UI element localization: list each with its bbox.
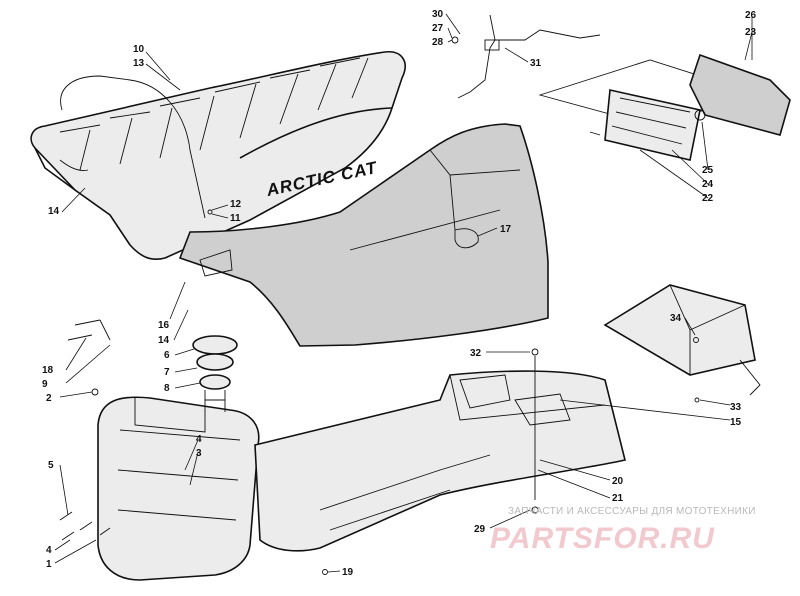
fuel-cap xyxy=(192,335,238,412)
callout-21: 21 xyxy=(612,493,624,504)
callout-17: 17 xyxy=(500,224,512,235)
callout-3: 3 xyxy=(196,448,202,459)
callout-20: 20 xyxy=(612,476,624,487)
callout-9: 9 xyxy=(42,379,48,390)
watermark-tagline: ЗАПЧАСТИ И АКСЕССУАРЫ ДЛЯ МОТОТЕХНИКИ xyxy=(508,506,756,517)
callout-7: 7 xyxy=(164,367,170,378)
watermark-logo: PARTSFOR.RU xyxy=(490,522,715,555)
callout-32: 32 xyxy=(470,348,482,359)
callout-10: 10 xyxy=(133,44,145,55)
upper-body-panel xyxy=(178,123,549,347)
callout-18: 18 xyxy=(42,365,54,376)
callout-6: 6 xyxy=(164,350,170,361)
callout-14-upper: 14 xyxy=(48,206,60,217)
callout-28: 28 xyxy=(432,37,444,48)
callout-23: 23 xyxy=(745,27,757,38)
callout-26: 26 xyxy=(745,10,757,21)
callout-11: 11 xyxy=(230,213,241,224)
belly-pan xyxy=(254,370,626,552)
callout-5: 5 xyxy=(48,460,54,471)
watermark: ЗАПЧАСТИ И АКСЕССУАРЫ ДЛЯ МОТОТЕХНИКИ PA… xyxy=(490,506,756,555)
callout-2: 2 xyxy=(46,393,52,404)
fuel-tank xyxy=(97,396,260,581)
callout-27: 27 xyxy=(432,23,444,34)
callout-30: 30 xyxy=(432,9,444,20)
seat: ARCTIC CAT xyxy=(30,51,406,261)
callout-8: 8 xyxy=(164,383,170,394)
snow-flap xyxy=(603,284,761,396)
callout-12: 12 xyxy=(230,199,242,210)
callout-31: 31 xyxy=(530,58,542,69)
callout-25: 25 xyxy=(702,165,714,176)
callout-33: 33 xyxy=(730,402,742,413)
callout-13: 13 xyxy=(133,58,145,69)
callout-14-lower: 14 xyxy=(158,335,170,346)
callout-29: 29 xyxy=(474,524,486,535)
callout-numbers: 10 13 14 12 11 17 16 14 18 9 2 6 7 8 4 3… xyxy=(42,9,757,578)
callout-4-upper: 4 xyxy=(196,434,202,445)
callout-24: 24 xyxy=(702,179,714,190)
callout-22: 22 xyxy=(702,193,714,204)
callout-1: 1 xyxy=(46,559,52,570)
callout-15: 15 xyxy=(730,417,742,428)
wire-harness xyxy=(457,14,601,99)
taillight-assembly xyxy=(538,53,791,161)
callout-4-lower: 4 xyxy=(46,545,52,556)
callout-19: 19 xyxy=(342,567,354,578)
small-hardware xyxy=(59,36,700,575)
callout-16: 16 xyxy=(158,320,170,331)
leader-lines xyxy=(54,13,753,573)
seat-strap xyxy=(60,75,206,219)
callout-34: 34 xyxy=(670,313,682,324)
